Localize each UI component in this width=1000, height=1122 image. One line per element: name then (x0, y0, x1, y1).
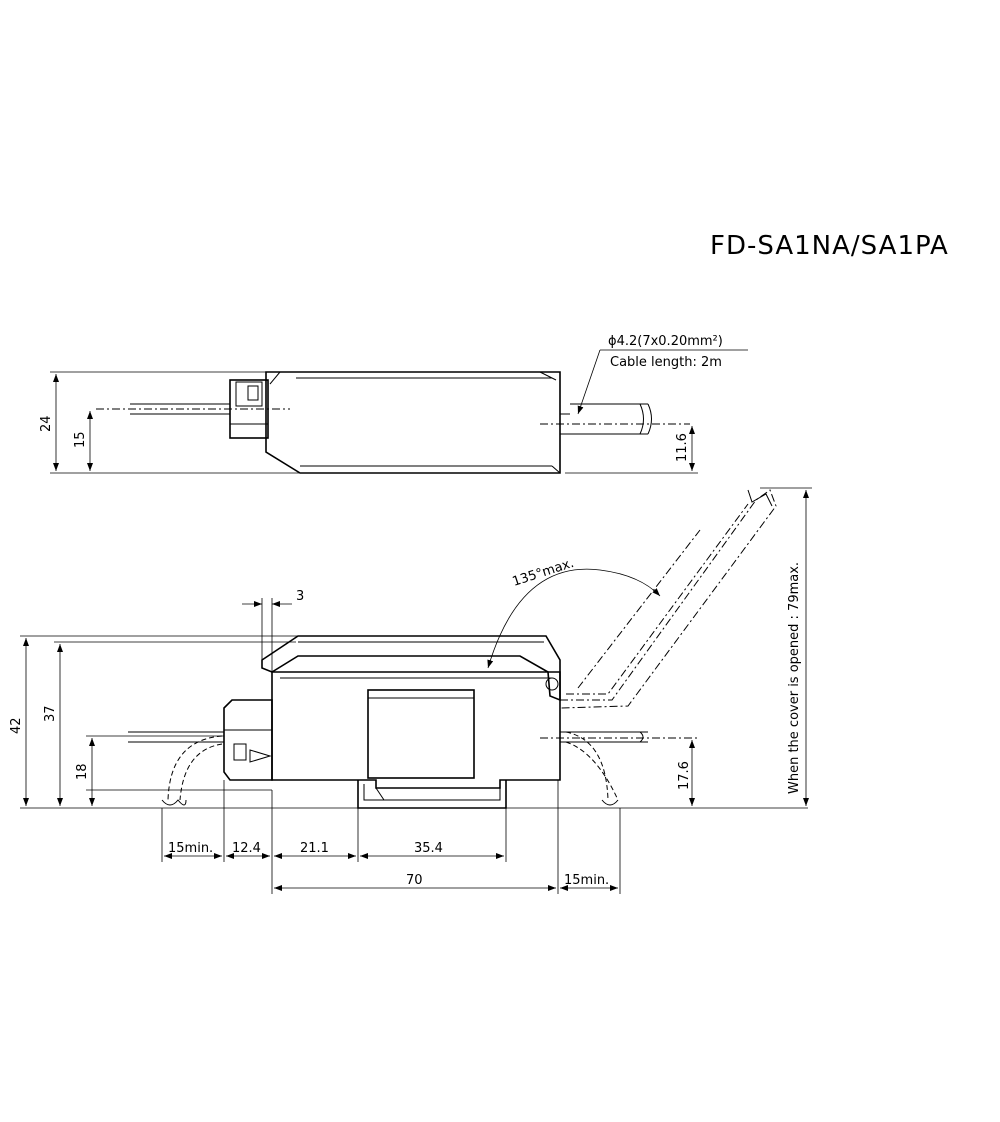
dim-cable-height-left-top: 15 (73, 431, 88, 448)
model-title: FD-SA1NA/SA1PA (710, 231, 949, 261)
side-view: 135°max. (9, 487, 812, 894)
dim-bend-right: 15min. (564, 873, 609, 888)
dim-connector-width: 12.4 (232, 841, 261, 856)
top-view: ϕ4.2(7x0.20mm²) Cable length: 2m 24 (39, 334, 748, 474)
dim-body-length: 70 (406, 873, 423, 888)
dim-cable-height-right-side: 17.6 (677, 761, 692, 790)
cover-open-height-note: When the cover is opened : 79max. (787, 562, 802, 794)
dim-overall-height-top: 24 (39, 415, 54, 432)
dim-body-height: 37 (43, 705, 58, 722)
cable-length-note: Cable length: 2m (610, 355, 722, 370)
dim-overall-height-side: 42 (9, 717, 24, 734)
dim-bend-left: 15min. (168, 841, 213, 856)
dim-cable-height-right-top: 11.6 (675, 433, 690, 462)
cable-spec-note: ϕ4.2(7x0.20mm²) (608, 334, 723, 349)
dim-cover-offset: 3 (296, 589, 304, 604)
cover-angle-label: 135°max. (511, 556, 576, 590)
dim-rail-width: 35.4 (414, 841, 443, 856)
dim-rail-offset: 21.1 (300, 841, 329, 856)
dim-cable-height-left-side: 18 (75, 763, 90, 780)
